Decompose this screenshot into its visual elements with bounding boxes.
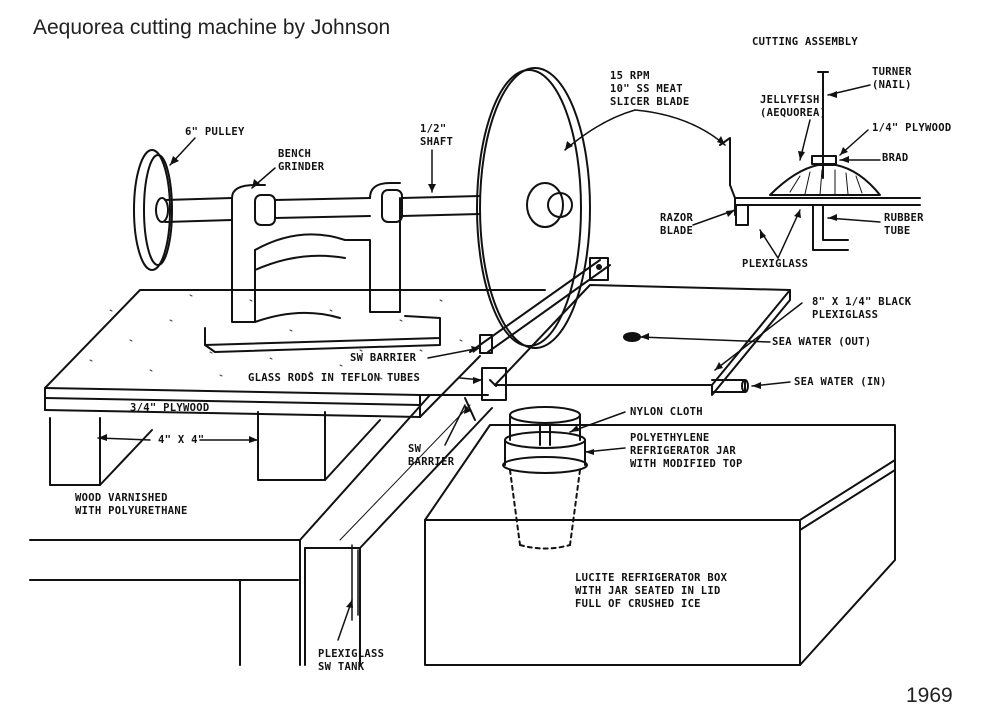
label-three-quarter-plywood: 3/4" PLYWOOD bbox=[130, 402, 210, 414]
leader-lines bbox=[97, 84, 881, 641]
black-plexiglass-board bbox=[494, 284, 791, 396]
label-nylon-cloth: NYLON CLOTH bbox=[630, 406, 703, 418]
guide-rail bbox=[464, 257, 611, 421]
label-jellyfish: JELLYFISH(AEQUOREA) bbox=[760, 94, 827, 119]
diagram-title: Aequorea cutting machine by Johnson bbox=[33, 16, 391, 39]
label-pulley: 6" PULLEY bbox=[185, 126, 245, 138]
label-cutting-assembly: CUTTING ASSEMBLY bbox=[752, 36, 858, 48]
year-label: 1969 bbox=[906, 684, 953, 707]
sw-tank bbox=[351, 544, 359, 621]
label-sw-barrier-top: SW BARRIER bbox=[350, 352, 417, 364]
pulley bbox=[133, 149, 173, 271]
slicer-blade bbox=[476, 67, 591, 349]
bench-grinder bbox=[204, 182, 441, 353]
label-sea-water-out: SEA WATER (OUT) bbox=[772, 336, 872, 348]
lower-table bbox=[29, 394, 493, 666]
arrowheads bbox=[98, 91, 849, 608]
label-glass-rods: GLASS RODS IN TEFLON TUBES bbox=[248, 372, 421, 384]
label-plexiglass: PLEXIGLASS bbox=[742, 258, 809, 270]
cutting-assembly bbox=[719, 71, 921, 251]
refrigerator-box bbox=[424, 424, 896, 666]
label-shaft: 1/2"SHAFT bbox=[420, 123, 454, 148]
label-four-by-four: 4" X 4" bbox=[158, 434, 205, 446]
wooden-legs bbox=[49, 411, 381, 486]
label-brad: BRAD bbox=[882, 152, 909, 164]
plywood-slab bbox=[44, 289, 546, 418]
jar bbox=[502, 406, 588, 550]
label-quarter-plywood: 1/4" PLYWOOD bbox=[872, 122, 952, 134]
label-turner: TURNER(NAIL) bbox=[872, 66, 912, 91]
shaft bbox=[164, 195, 481, 223]
label-sea-water-in: SEA WATER (IN) bbox=[794, 376, 887, 388]
slab-texture bbox=[89, 294, 463, 380]
